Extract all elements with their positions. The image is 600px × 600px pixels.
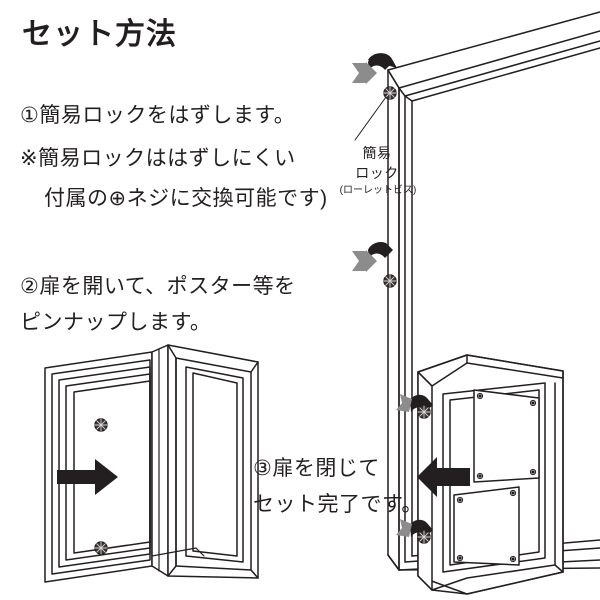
top-lock-lower [352, 241, 397, 288]
open-door-art [44, 344, 259, 583]
lock-callout-line-1: 簡易 [362, 145, 392, 161]
step-3-line-1: ③扉を閉じて [253, 457, 380, 480]
step-1-line-3: 付属の⊕ネジに交換可能です) [44, 187, 328, 210]
lock-callout-line-2: ロック [355, 165, 399, 181]
step-2-line-2: ピンナップします。 [20, 311, 212, 334]
top-lock-upper [352, 53, 397, 141]
step-2-line-1: ②扉を開いて、ポスター等を [20, 275, 296, 298]
lock-callout-line-3: (ローレットビス) [339, 185, 417, 196]
closed-frame-art [396, 354, 564, 595]
step-1-line-1: ①簡易ロックをはずします。 [20, 104, 296, 127]
step-3-line-2: セット完了です。 [253, 493, 423, 516]
step-1-line-2: ※簡易ロックははずしにくい [20, 147, 296, 170]
page-title: セット方法 [22, 18, 177, 51]
top-case-art [387, 11, 600, 571]
